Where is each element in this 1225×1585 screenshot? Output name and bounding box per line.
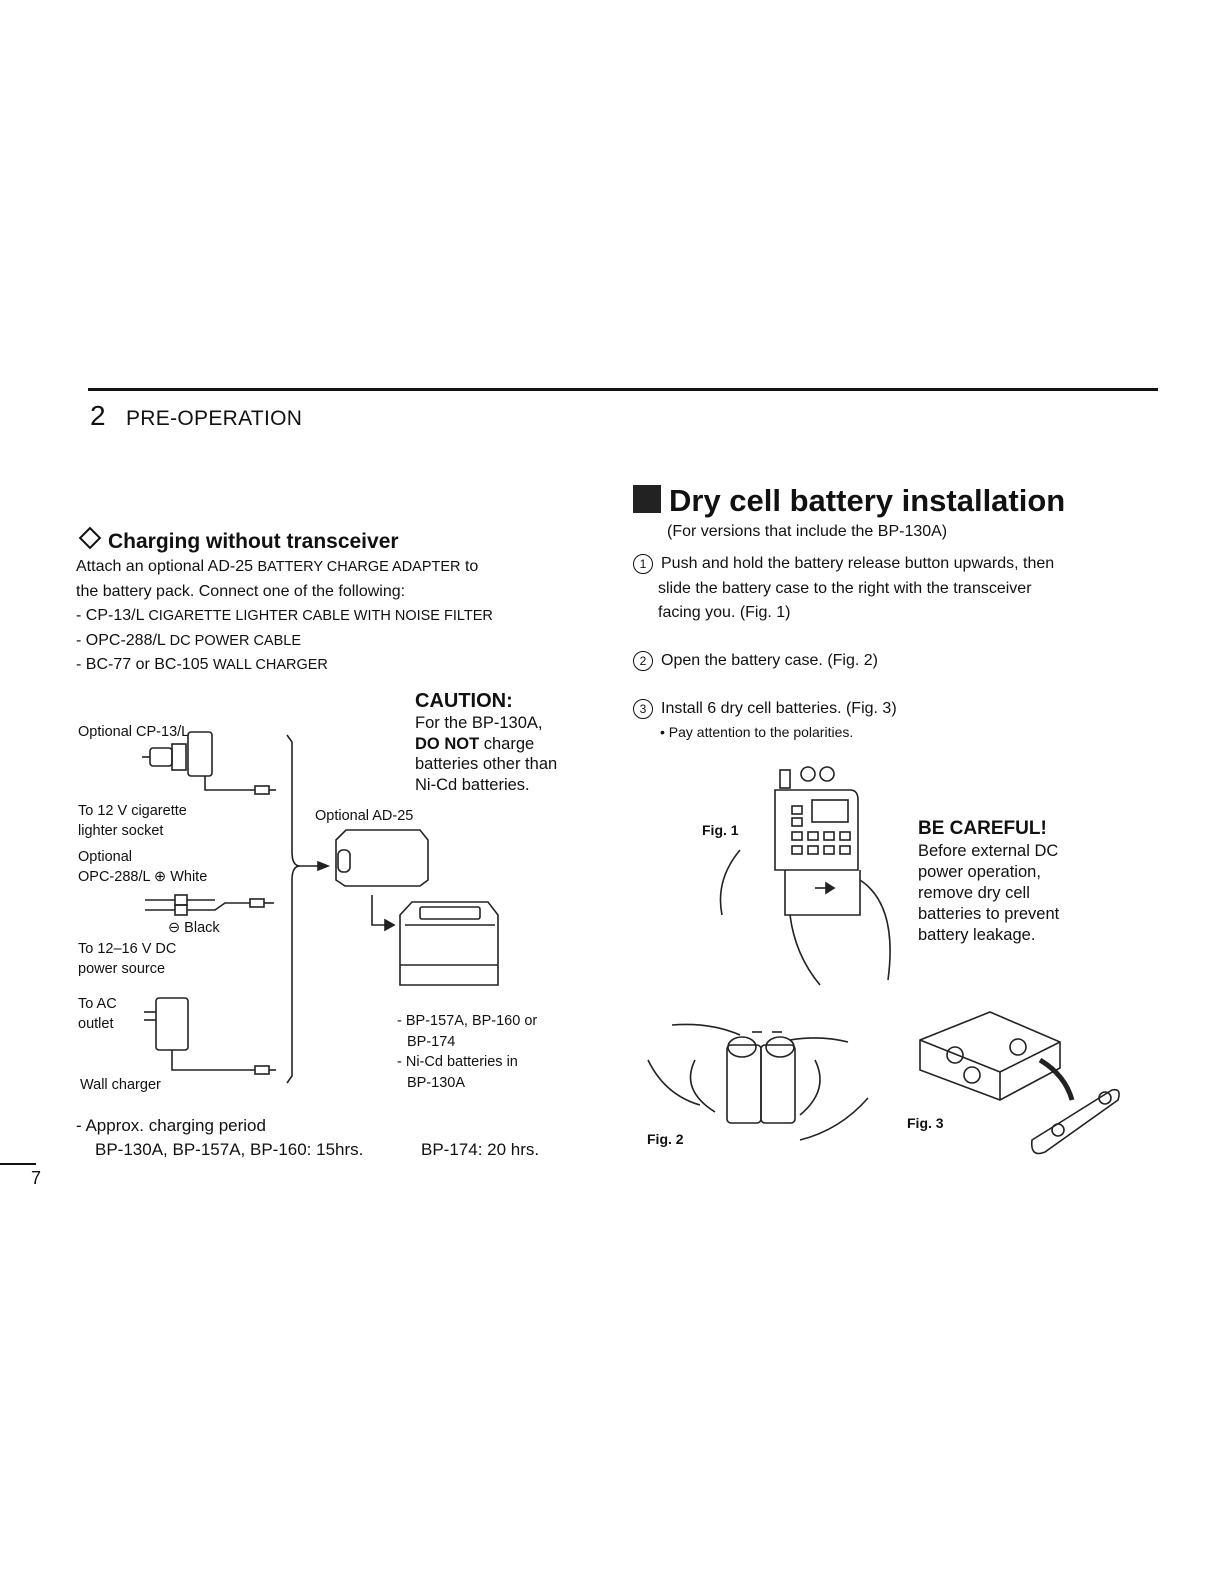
transceiver-illustration — [719, 766, 891, 986]
charging-heading: Charging without transceiver — [76, 526, 399, 554]
battery-case-open-illustration — [647, 1023, 869, 1141]
option-cp13: - CP-13/L CIGARETTE LIGHTER CABLE WITH N… — [76, 607, 493, 624]
cigarette-plug-icon — [142, 731, 276, 795]
battery-pack-icon — [399, 901, 499, 986]
caution-text: For the BP-130A, DO NOT charge batteries… — [415, 714, 558, 794]
label-cp13: Optional CP-13/L — [78, 724, 190, 740]
charging-intro: Attach an optional AD-25 BATTERY CHARGE … — [76, 555, 586, 678]
bracket-line — [286, 734, 318, 1084]
label-black: ⊖ Black — [168, 920, 220, 936]
header-rule — [88, 388, 1158, 391]
label-ad25: Optional AD-25 — [315, 808, 414, 824]
section-marker-icon — [633, 485, 661, 513]
caution-heading: CAUTION: — [415, 690, 513, 712]
option-bc77: - BC-77 or BC-105 WALL CHARGER — [76, 656, 328, 673]
battery-installation-illustration — [919, 1011, 1120, 1155]
keypad — [791, 805, 851, 855]
charging-period-label: - Approx. charging period — [76, 1116, 266, 1135]
charging-period-bp174: BP-174: 20 hrs. — [421, 1140, 540, 1159]
section-number: 2 — [90, 400, 106, 431]
wall-charger-icon — [144, 997, 276, 1075]
dry-cell-heading: Dry cell battery installation — [633, 483, 1065, 519]
fig-3-label: Fig. 3 — [907, 1115, 944, 1131]
careful-heading: BE CAREFUL! — [918, 818, 1047, 839]
page-number: 7 — [31, 1168, 42, 1188]
fig-2-label: Fig. 2 — [647, 1131, 684, 1147]
intro-line-1: Attach an optional AD-25 BATTERY CHARGE … — [76, 558, 479, 575]
careful-text: Before external DC power operation, remo… — [918, 842, 1060, 944]
charging-period-bp130: BP-130A, BP-157A, BP-160: 15hrs. — [95, 1140, 364, 1159]
fig-1-label: Fig. 1 — [702, 822, 739, 838]
label-wall-charger: Wall charger — [80, 1077, 161, 1093]
intro-line-2: the battery pack. Connect one of the fol… — [76, 582, 406, 600]
polarity-note: • Pay attention to the polarities. — [660, 724, 854, 740]
page-number-rule — [0, 1163, 36, 1165]
section-title: PRE-OPERATION — [126, 407, 303, 430]
option-opc288: - OPC-288/L DC POWER CABLE — [76, 631, 302, 649]
label-battery-packs: - BP-157A, BP-160 or BP-174 - Ni-Cd batt… — [397, 1013, 538, 1091]
dry-cell-subheading: (For versions that include the BP-130A) — [667, 523, 948, 540]
ad25-adapter-icon — [335, 829, 429, 932]
dc-cable-icon — [145, 894, 274, 916]
